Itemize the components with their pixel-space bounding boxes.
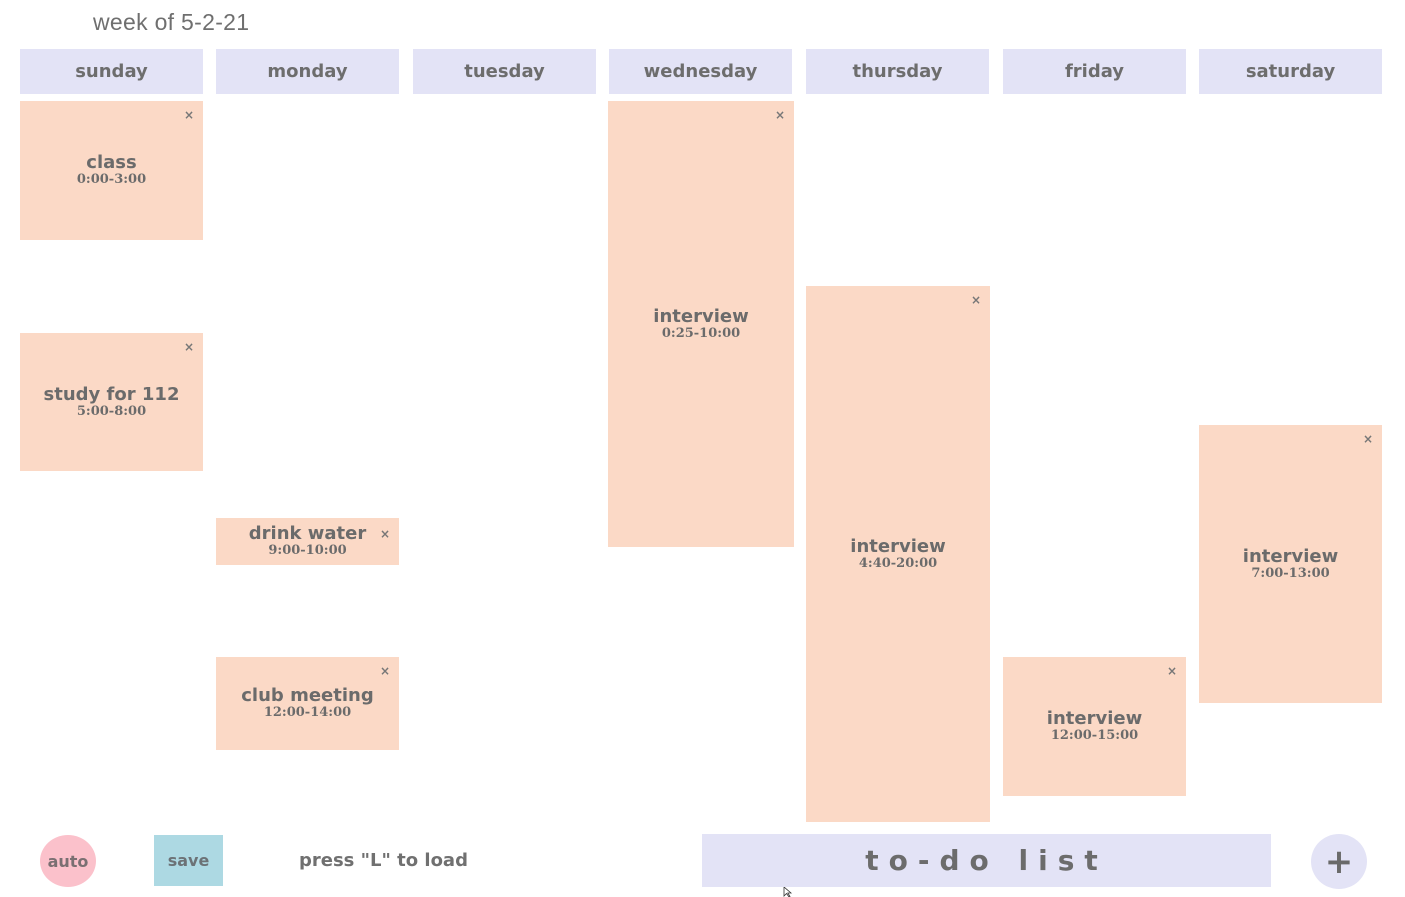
event-time: 4:40-20:00 bbox=[858, 555, 938, 571]
auto-button[interactable]: auto bbox=[40, 835, 96, 887]
day-header-tuesday: tuesday bbox=[413, 49, 596, 94]
plus-icon: + bbox=[1324, 841, 1354, 882]
close-icon[interactable]: × bbox=[183, 108, 194, 122]
event-block[interactable]: × study for 112 5:00-8:00 bbox=[20, 333, 203, 471]
event-time: 7:00-13:00 bbox=[1251, 565, 1330, 581]
event-time: 12:00-15:00 bbox=[1050, 728, 1139, 743]
close-icon[interactable]: × bbox=[379, 527, 390, 541]
event-block[interactable]: × interview 4:40-20:00 bbox=[806, 286, 990, 822]
mouse-cursor-icon bbox=[783, 887, 793, 897]
event-block[interactable]: × interview 12:00-15:00 bbox=[1003, 657, 1186, 796]
event-title: study for 112 bbox=[43, 383, 180, 405]
event-time: 12:00-14:00 bbox=[263, 705, 352, 720]
week-title: week of 5-2-21 bbox=[93, 9, 250, 35]
event-time: 0:25-10:00 bbox=[661, 325, 741, 341]
event-time: 5:00-8:00 bbox=[76, 403, 147, 419]
close-icon[interactable]: × bbox=[774, 108, 785, 122]
event-time: 9:00-10:00 bbox=[268, 543, 347, 558]
load-hint: press "L" to load bbox=[299, 850, 468, 871]
day-header-sunday: sunday bbox=[20, 49, 203, 94]
event-title: interview bbox=[653, 305, 749, 327]
close-icon[interactable]: × bbox=[1362, 432, 1373, 446]
event-title: interview bbox=[1242, 545, 1339, 567]
day-header-friday: friday bbox=[1003, 49, 1186, 94]
close-icon[interactable]: × bbox=[183, 340, 194, 354]
event-time: 0:00-3:00 bbox=[76, 172, 147, 187]
event-title: club meeting bbox=[241, 685, 374, 706]
event-block[interactable]: × interview 0:25-10:00 bbox=[608, 101, 794, 547]
day-header-wednesday: wednesday bbox=[609, 49, 792, 94]
day-header-monday: monday bbox=[216, 49, 399, 94]
event-block[interactable]: × interview 7:00-13:00 bbox=[1199, 425, 1382, 703]
event-block[interactable]: × class 0:00-3:00 bbox=[20, 101, 203, 240]
close-icon[interactable]: × bbox=[970, 293, 981, 307]
day-header-thursday: thursday bbox=[806, 49, 989, 94]
close-icon[interactable]: × bbox=[1166, 664, 1177, 678]
event-title: interview bbox=[850, 535, 946, 557]
add-event-button[interactable]: + bbox=[1311, 834, 1367, 889]
event-title: interview bbox=[1046, 708, 1143, 729]
save-button[interactable]: save bbox=[154, 835, 223, 886]
todo-list-button[interactable]: to-do list bbox=[702, 834, 1271, 887]
day-header-saturday: saturday bbox=[1199, 49, 1382, 94]
close-icon[interactable]: × bbox=[379, 664, 390, 678]
event-block[interactable]: × drink water 9:00-10:00 bbox=[216, 518, 399, 565]
event-title: class bbox=[86, 152, 137, 173]
event-block[interactable]: × club meeting 12:00-14:00 bbox=[216, 657, 399, 750]
event-title: drink water bbox=[248, 523, 367, 544]
